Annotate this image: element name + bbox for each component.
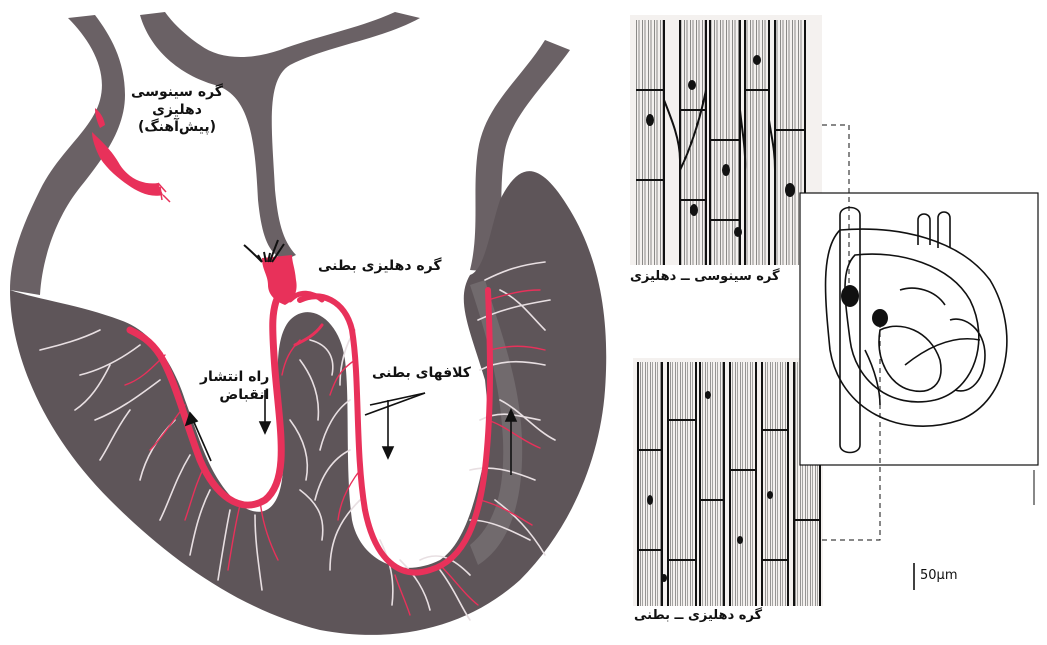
- inset-heart-panel: [800, 193, 1038, 465]
- conduction-path-label-line1: راه انتشار: [200, 369, 269, 387]
- conduction-path-label-line2: انقباض: [200, 387, 269, 405]
- av-node-label: گره دهلیزی بطنی: [318, 258, 442, 276]
- conduction-path-label: راه انتشار انقباض: [200, 369, 269, 404]
- sa-tissue-panel: [630, 15, 822, 265]
- sa-node-label-line1: گره سینوسی: [112, 84, 242, 102]
- sa-node-label: گره سینوسی دهلیزی (پیش‌آهنگ): [112, 84, 242, 137]
- sa-node-label-line2: دهلیزی: [112, 102, 242, 120]
- bundle-branches-label: کلافهای بطنی: [372, 365, 471, 383]
- av-tissue-label: گره دهلیزی ــ بطنی: [634, 608, 762, 624]
- av-tissue-panel: [633, 358, 823, 606]
- heart-walls: [10, 12, 606, 635]
- sa-node-label-line3: (پیش‌آهنگ): [112, 119, 242, 137]
- scale-bar-label: 50μm: [920, 568, 957, 583]
- sa-tissue-label: گره سینوسی ــ دهلیزی: [630, 269, 780, 285]
